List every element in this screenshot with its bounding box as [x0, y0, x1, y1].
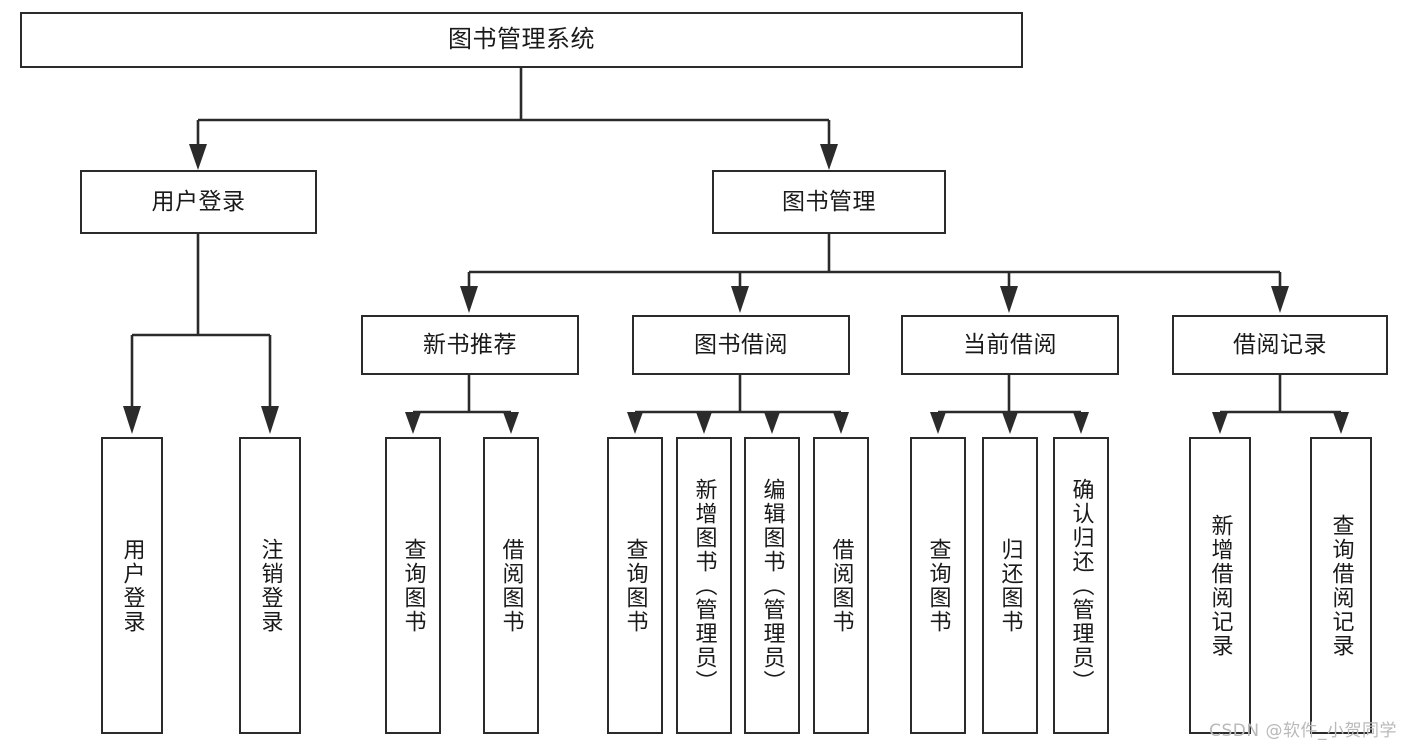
arrowhead-leaf-query-record — [1333, 412, 1349, 434]
node-current-borrow[interactable]: 当前借阅 — [901, 315, 1119, 375]
arrowhead-leaf-borrow-book-2 — [833, 412, 849, 434]
node-book-manage[interactable]: 图书管理 — [712, 170, 946, 234]
node-root-label: 图书管理系统 — [448, 25, 595, 54]
node-leaf-query-record[interactable]: 查询借阅记录 — [1310, 437, 1372, 734]
arrowhead-leaf-edit-book — [764, 412, 780, 434]
arrowhead-leaf-query-book-2 — [627, 412, 643, 434]
node-leaf-query-book-1[interactable]: 查询图书 — [385, 437, 441, 734]
node-current-borrow-label: 当前借阅 — [963, 331, 1057, 358]
arrowhead-user-login — [189, 144, 207, 170]
node-leaf-edit-book-label: 编辑图书（管理员） — [759, 477, 785, 694]
node-leaf-query-book-2[interactable]: 查询图书 — [607, 437, 663, 734]
arrowhead-leaf-add-record — [1212, 412, 1228, 434]
node-leaf-borrow-book-2[interactable]: 借阅图书 — [813, 437, 869, 734]
arrowhead-new-book-rec — [460, 286, 478, 313]
node-leaf-borrow-book-1[interactable]: 借阅图书 — [483, 437, 539, 734]
node-leaf-add-book-label: 新增图书（管理员） — [691, 477, 717, 694]
node-leaf-query-book-3[interactable]: 查询图书 — [910, 437, 966, 734]
node-borrow-record[interactable]: 借阅记录 — [1172, 315, 1388, 375]
node-leaf-add-record[interactable]: 新增借阅记录 — [1189, 437, 1251, 734]
arrowhead-leaf-add-book — [696, 412, 712, 434]
node-book-manage-label: 图书管理 — [782, 188, 876, 215]
arrowhead-book-borrow — [731, 286, 749, 313]
node-leaf-user-logout[interactable]: 注销登录 — [239, 437, 301, 734]
arrowhead-leaf-user-logout — [261, 406, 279, 434]
node-user-login-label: 用户登录 — [151, 188, 246, 215]
node-leaf-return-book-label: 归还图书 — [997, 537, 1023, 634]
arrowhead-leaf-confirm-return — [1073, 412, 1089, 434]
node-root[interactable]: 图书管理系统 — [20, 12, 1023, 68]
node-leaf-query-book-2-label: 查询图书 — [622, 537, 648, 634]
node-leaf-user-login[interactable]: 用户登录 — [101, 437, 163, 734]
node-leaf-confirm-return-label: 确认归还（管理员） — [1068, 477, 1094, 694]
arrowhead-leaf-return-book — [1002, 412, 1018, 434]
node-leaf-query-book-1-label: 查询图书 — [400, 537, 426, 634]
node-leaf-user-login-label: 用户登录 — [119, 537, 145, 634]
node-leaf-borrow-book-1-label: 借阅图书 — [498, 537, 524, 634]
arrowhead-borrow-record — [1271, 286, 1289, 313]
node-leaf-return-book[interactable]: 归还图书 — [982, 437, 1038, 734]
node-leaf-confirm-return[interactable]: 确认归还（管理员） — [1053, 437, 1109, 734]
node-leaf-borrow-book-2-label: 借阅图书 — [828, 537, 854, 634]
arrowhead-leaf-query-book-1 — [405, 412, 421, 434]
arrowhead-leaf-borrow-book-1 — [503, 412, 519, 434]
node-user-login[interactable]: 用户登录 — [80, 170, 317, 234]
node-book-borrow[interactable]: 图书借阅 — [632, 315, 850, 375]
node-leaf-user-logout-label: 注销登录 — [257, 537, 283, 634]
node-leaf-query-record-label: 查询借阅记录 — [1328, 513, 1354, 658]
node-leaf-edit-book[interactable]: 编辑图书（管理员） — [744, 437, 800, 734]
node-borrow-record-label: 借阅记录 — [1233, 331, 1327, 358]
arrowhead-leaf-user-login — [123, 406, 141, 434]
node-book-borrow-label: 图书借阅 — [694, 331, 788, 358]
arrowhead-book-manage — [820, 144, 838, 170]
node-leaf-add-book[interactable]: 新增图书（管理员） — [676, 437, 732, 734]
arrowhead-current-borrow — [1000, 286, 1018, 313]
node-leaf-add-record-label: 新增借阅记录 — [1207, 513, 1233, 658]
node-new-book-rec[interactable]: 新书推荐 — [361, 315, 579, 375]
node-new-book-rec-label: 新书推荐 — [423, 331, 517, 358]
arrowhead-leaf-query-book-3 — [930, 412, 946, 434]
node-leaf-query-book-3-label: 查询图书 — [925, 537, 951, 634]
